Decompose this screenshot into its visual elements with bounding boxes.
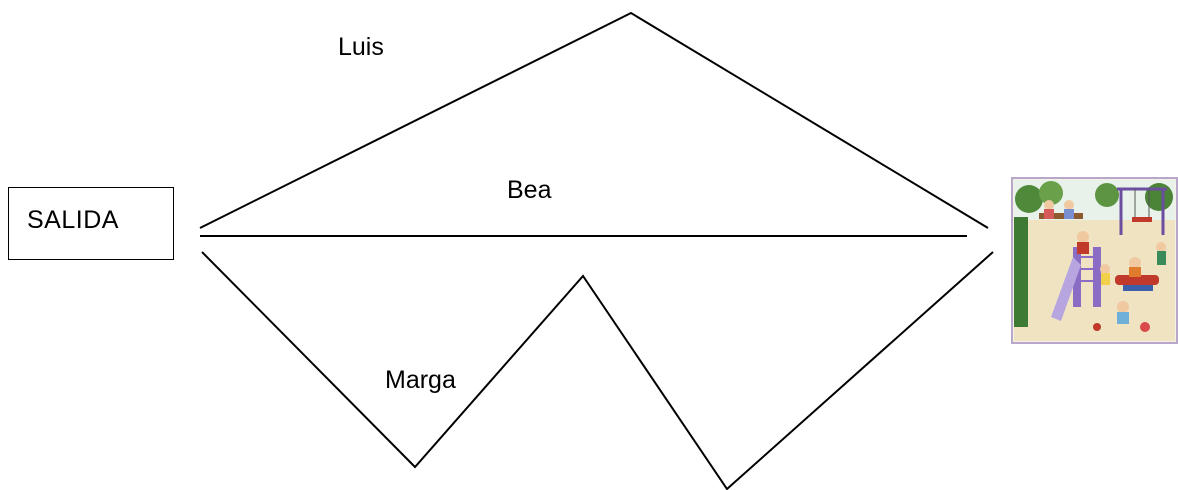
playground-image [1011, 177, 1178, 344]
route-line-luis [200, 13, 988, 228]
start-box: SALIDA [8, 187, 174, 260]
start-label: SALIDA [27, 206, 119, 235]
route-label-bea: Bea [507, 176, 551, 205]
playground-illustration-icon [1011, 177, 1178, 344]
route-line-marga [202, 252, 993, 489]
route-label-marga: Marga [385, 366, 456, 395]
route-label-luis: Luis [338, 33, 384, 62]
